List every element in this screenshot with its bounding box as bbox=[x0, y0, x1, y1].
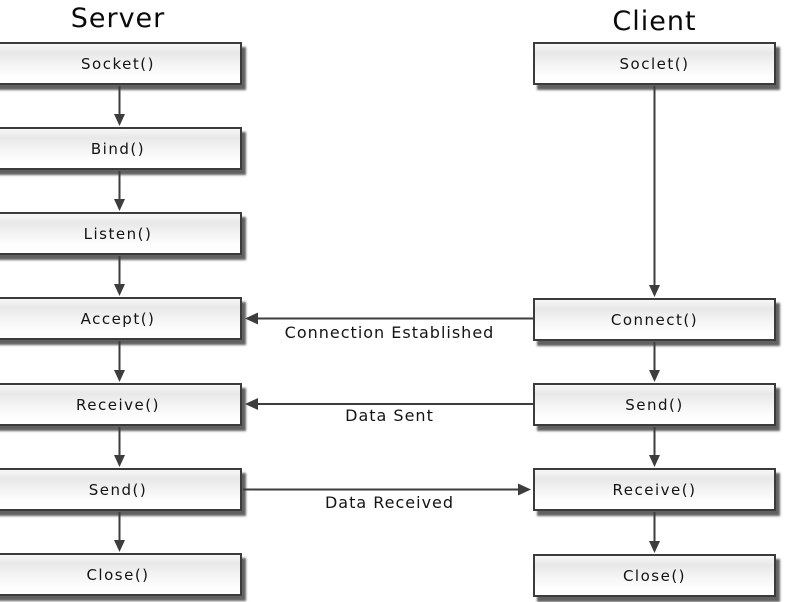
arrow-client-connect-to-send bbox=[649, 342, 660, 382]
server-receive-box: Receive() bbox=[0, 383, 242, 426]
arrow-client-socket-to-connect bbox=[649, 86, 660, 297]
server-accept-box: Accept() bbox=[0, 297, 242, 340]
client-close-box: Close() bbox=[533, 554, 776, 597]
arrow-server-socket-to-bind bbox=[114, 86, 125, 126]
message-label-connection-established: Connection Established bbox=[284, 323, 495, 342]
arrow-client-send-to-receive bbox=[649, 427, 660, 467]
arrow-server-accept-to-receive bbox=[114, 341, 125, 382]
message-label-data-received: Data Received bbox=[324, 493, 455, 512]
server-listen-box: Listen() bbox=[0, 212, 242, 255]
server-send-box: Send() bbox=[0, 468, 242, 511]
arrow-server-send-to-close bbox=[114, 512, 125, 552]
arrow-client-receive-to-close bbox=[649, 512, 660, 553]
server-close-box: Close() bbox=[0, 553, 242, 596]
server-column-title: Server bbox=[70, 3, 166, 34]
arrow-server-bind-to-listen bbox=[114, 171, 125, 211]
arrow-server-listen-to-accept bbox=[114, 256, 125, 296]
server-bind-box: Bind() bbox=[0, 127, 242, 170]
server-socket-box: Socket() bbox=[0, 42, 242, 85]
client-receive-box: Receive() bbox=[533, 468, 776, 511]
client-socket-box: Soclet() bbox=[533, 42, 776, 85]
client-send-box: Send() bbox=[533, 383, 776, 426]
client-column-title: Client bbox=[612, 6, 697, 37]
client-connect-box: Connect() bbox=[533, 298, 776, 341]
message-label-data-sent: Data Sent bbox=[345, 406, 434, 425]
arrow-server-receive-to-send bbox=[114, 427, 125, 467]
